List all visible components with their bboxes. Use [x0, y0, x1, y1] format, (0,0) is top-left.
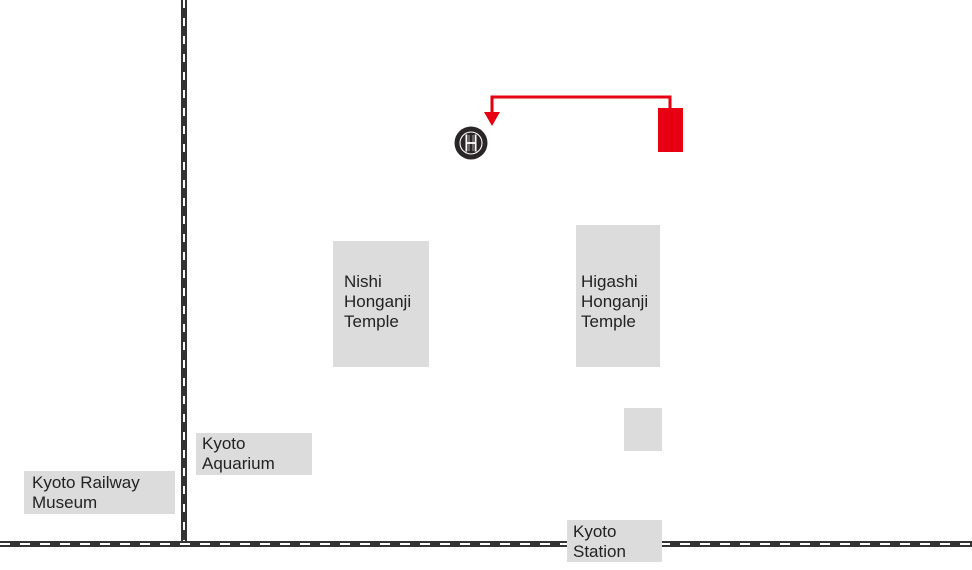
kyoto-aquarium-block — [196, 433, 312, 475]
nishi-honganji-label[interactable]: Nishi Honganji Temple — [344, 272, 412, 331]
small-building-block — [624, 408, 662, 451]
kyoto-railway-museum-label[interactable]: Kyoto Railway Museum — [32, 473, 140, 512]
railway-vertical — [181, 0, 187, 545]
kyoto-station-block — [567, 520, 662, 562]
nishi-honganji-block — [333, 241, 429, 367]
route-path — [484, 95, 672, 126]
railway-horizontal — [0, 541, 972, 547]
route-arrow-icon — [484, 112, 500, 126]
higashi-honganji-block — [576, 225, 660, 367]
kyoto-railway-museum-block — [24, 471, 175, 514]
hotel-logo-icon[interactable] — [454, 126, 488, 160]
kyoto-aquarium-label[interactable]: Kyoto Aquarium — [202, 434, 275, 473]
bus-stop-marker-icon[interactable] — [658, 108, 683, 152]
higashi-honganji-label[interactable]: Higashi Honganji Temple — [581, 272, 649, 331]
kyoto-station-label[interactable]: Kyoto Station — [573, 522, 626, 561]
